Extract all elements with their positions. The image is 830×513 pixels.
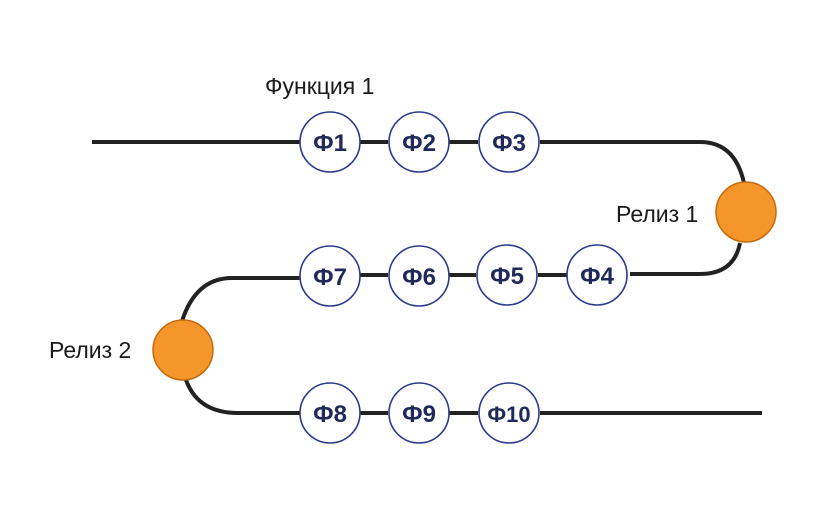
node-f8: Ф8 xyxy=(299,382,361,444)
line-release2-f8 xyxy=(184,379,300,415)
node-f2: Ф2 xyxy=(388,111,450,173)
node-f9-label: Ф9 xyxy=(402,401,436,428)
node-f6: Ф6 xyxy=(388,245,450,307)
release-1-marker xyxy=(715,181,777,243)
node-f6-label: Ф6 xyxy=(402,264,436,291)
node-f1-label: Ф1 xyxy=(313,130,347,157)
node-f1: Ф1 xyxy=(299,111,361,173)
flow-lines xyxy=(92,140,762,415)
node-f4-label: Ф4 xyxy=(580,263,614,290)
release-2-marker xyxy=(152,319,214,381)
node-f10: Ф10 xyxy=(478,382,540,444)
line-release1-f4 xyxy=(630,242,742,276)
node-f10-label: Ф10 xyxy=(487,402,530,427)
node-f4: Ф4 xyxy=(566,244,628,306)
node-f3: Ф3 xyxy=(478,111,540,173)
node-f7: Ф7 xyxy=(299,245,361,307)
title-label: Функция 1 xyxy=(265,73,374,99)
node-f8-label: Ф8 xyxy=(313,401,347,428)
node-f5: Ф5 xyxy=(476,244,538,306)
node-f3-label: Ф3 xyxy=(492,130,526,157)
release-1-label: Релиз 1 xyxy=(616,201,698,227)
release-2-label: Релиз 2 xyxy=(49,337,131,363)
line-f7-release2 xyxy=(180,276,300,322)
node-f7-label: Ф7 xyxy=(313,264,347,291)
node-f5-label: Ф5 xyxy=(490,263,524,290)
node-f9: Ф9 xyxy=(388,382,450,444)
line-f3-release1 xyxy=(540,140,746,184)
node-f2-label: Ф2 xyxy=(402,130,436,157)
